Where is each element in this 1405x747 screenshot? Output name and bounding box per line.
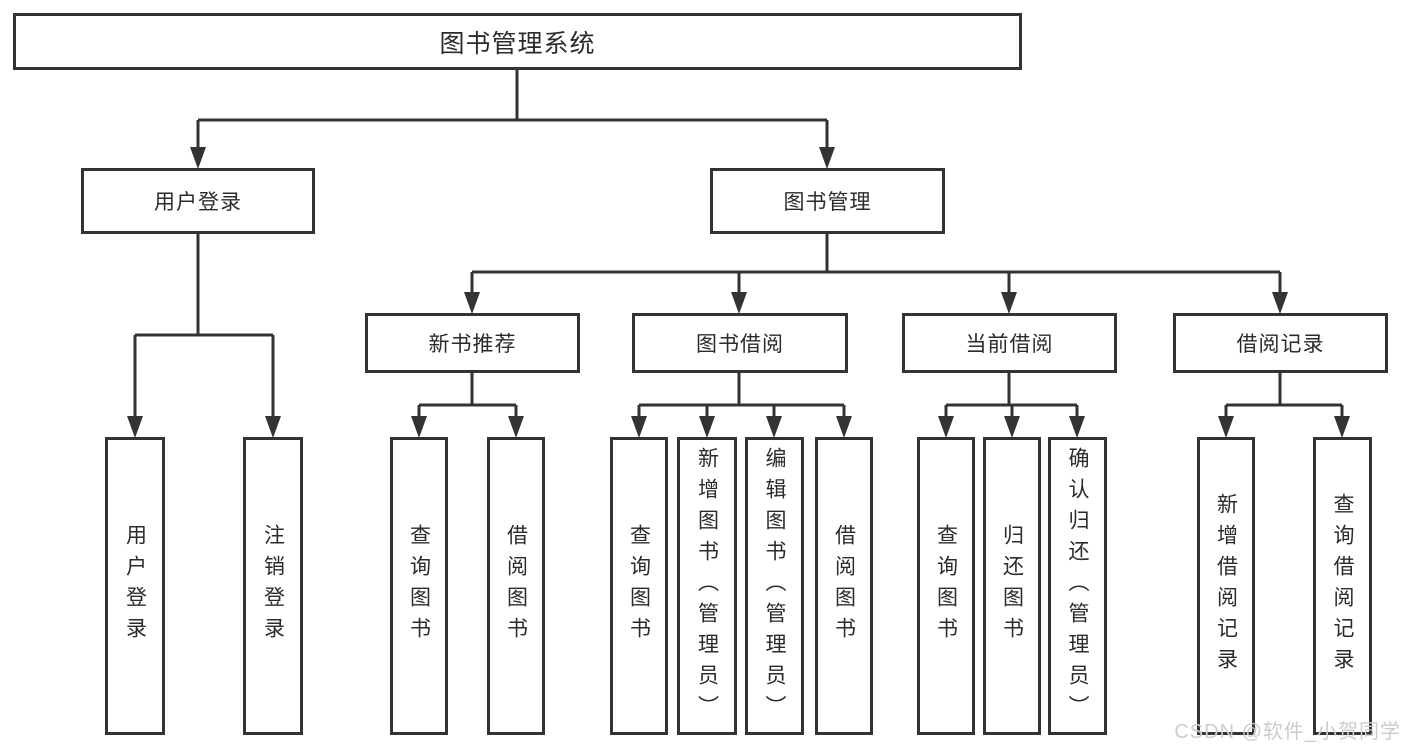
arrowhead-icon <box>699 416 715 438</box>
leaf-user-login: 用户登录 <box>105 437 165 735</box>
connector-bookborrow-to-leaves <box>631 373 852 438</box>
leaf-label: 查询图书 <box>627 524 651 648</box>
connector-lines <box>637 373 846 417</box>
node-book-management: 图书管理 <box>710 168 945 234</box>
arrowhead-icon <box>1218 416 1234 438</box>
node-current-borrow: 当前借阅 <box>902 313 1117 373</box>
connector-lines <box>470 234 1282 293</box>
node-user-login: 用户登录 <box>81 168 315 234</box>
arrowhead-icon <box>1069 416 1085 438</box>
leaf-add-books-admin: 新增图书（管理员） <box>677 437 737 735</box>
leaf-borrow-books: 借阅图书 <box>487 437 545 735</box>
connector-root-to-level2 <box>190 70 835 169</box>
arrowhead-icon <box>411 416 427 438</box>
connector-lines <box>1224 373 1344 417</box>
arrowhead-icon <box>508 416 524 438</box>
connector-bookmgmt-to-level3 <box>464 234 1288 314</box>
leaf-label: 借阅图书 <box>832 524 856 648</box>
arrowhead-icon <box>731 292 747 314</box>
connector-currentborrow-to-leaves <box>938 373 1085 438</box>
connector-lines <box>133 234 275 417</box>
leaf-query-books: 查询图书 <box>390 437 448 735</box>
connector-lines <box>944 373 1079 417</box>
arrowhead-icon <box>464 292 480 314</box>
leaf-edit-books-admin: 编辑图书（管理员） <box>745 437 804 735</box>
leaf-query-books: 查询图书 <box>610 437 668 735</box>
leaf-label: 确认归还（管理员） <box>1066 446 1089 726</box>
node-library-management-system: 图书管理系统 <box>13 13 1022 70</box>
csdn-watermark: CSDN @软件_小贺同学 <box>1174 721 1401 743</box>
arrowhead-icon <box>1334 416 1350 438</box>
node-borrow-records: 借阅记录 <box>1173 313 1388 373</box>
arrowhead-icon <box>1004 416 1020 438</box>
arrowhead-icon <box>1272 292 1288 314</box>
connector-newbook-to-leaves <box>411 373 524 438</box>
arrowhead-icon <box>836 416 852 438</box>
connector-userlogin-to-leaves <box>127 234 281 438</box>
leaf-label: 编辑图书（管理员） <box>763 446 786 726</box>
connector-lines <box>417 373 518 417</box>
leaf-label: 新增借阅记录 <box>1214 493 1238 679</box>
leaf-label: 查询借阅记录 <box>1331 493 1354 679</box>
leaf-return-books: 归还图书 <box>983 437 1041 735</box>
arrowhead-icon <box>190 147 206 169</box>
leaf-label: 借阅图书 <box>504 524 528 648</box>
arrowhead-icon <box>631 416 647 438</box>
node-new-book-recommend: 新书推荐 <box>365 313 580 373</box>
leaf-label: 注销登录 <box>261 524 285 648</box>
arrowhead-icon <box>938 416 954 438</box>
arrowhead-icon <box>819 147 835 169</box>
leaf-label: 归还图书 <box>1000 524 1024 648</box>
leaf-confirm-return-admin: 确认归还（管理员） <box>1048 437 1107 735</box>
arrowhead-icon <box>127 416 143 438</box>
connector-lines <box>196 70 829 150</box>
leaf-label: 查询图书 <box>407 524 431 648</box>
leaf-logout: 注销登录 <box>243 437 303 735</box>
leaf-label: 查询图书 <box>934 524 958 648</box>
arrowhead-icon <box>766 416 782 438</box>
arrowhead-icon <box>265 416 281 438</box>
leaf-add-borrow-record: 新增借阅记录 <box>1197 437 1255 735</box>
leaf-label: 新增图书（管理员） <box>695 446 719 726</box>
leaf-query-borrow-record: 查询借阅记录 <box>1313 437 1372 735</box>
node-book-borrow: 图书借阅 <box>632 313 848 373</box>
connector-records-to-leaves <box>1218 373 1350 438</box>
leaf-borrow-books: 借阅图书 <box>815 437 873 735</box>
leaf-label: 用户登录 <box>123 524 147 648</box>
arrowhead-icon <box>1001 292 1017 314</box>
leaf-query-books: 查询图书 <box>917 437 975 735</box>
